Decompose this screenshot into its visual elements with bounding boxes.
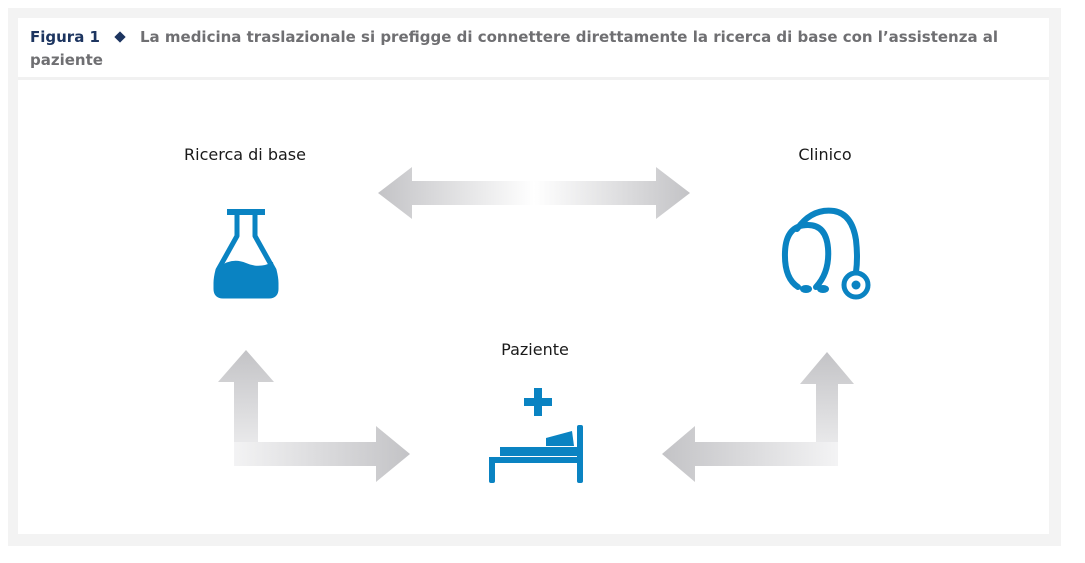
elbow-arrow-research-patient: [218, 350, 410, 482]
figure-caption-text: La medicina traslazionale si prefigge di…: [30, 28, 999, 69]
node-label-patient: Paziente: [501, 340, 569, 359]
node-label-clinician: Clinico: [798, 145, 852, 164]
figure-label: Figura 1: [30, 28, 100, 46]
hospital-bed-icon: [489, 388, 583, 483]
stethoscope-icon: [781, 207, 871, 300]
flask-icon: [213, 209, 279, 299]
node-label-research: Ricerca di base: [184, 145, 306, 164]
double-arrow-research-clinician: [378, 167, 690, 219]
elbow-arrow-clinician-patient: [662, 352, 854, 482]
